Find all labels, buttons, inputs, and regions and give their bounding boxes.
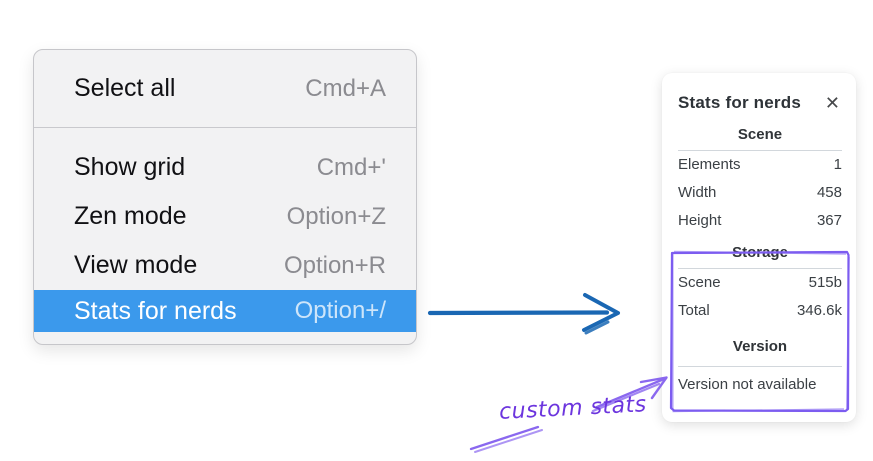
stat-value: 346.6k	[796, 302, 842, 319]
version-section-header: Version	[732, 338, 788, 355]
menu-divider	[34, 127, 416, 128]
stat-label: Width	[678, 184, 717, 201]
menu-item-shortcut: Cmd+'	[316, 153, 386, 181]
version-note: Version not available	[678, 376, 817, 393]
stat-row-width: Width 458	[678, 179, 842, 207]
menu-item-select-all[interactable]: Select all Cmd+A	[34, 50, 416, 127]
menu-item-label: View mode	[74, 251, 198, 279]
stat-label: Scene	[678, 274, 721, 291]
stat-row-total-storage: Total 346.6k	[678, 297, 842, 325]
section-divider	[678, 366, 842, 367]
menu-item-label: Zen mode	[74, 202, 187, 230]
menu-item-shortcut: Option+R	[283, 251, 386, 279]
menu-item-view-mode[interactable]: View mode Option+R	[34, 241, 416, 290]
stat-label: Height	[678, 212, 722, 229]
menu-item-shortcut: Option+/	[294, 297, 386, 324]
menu-group: Show grid Cmd+' Zen mode Option+Z View m…	[34, 128, 416, 332]
storage-section-header: Storage	[732, 244, 788, 261]
menu-item-shortcut: Option+Z	[286, 202, 386, 230]
stat-label: Total	[678, 302, 710, 319]
stat-value: 367	[816, 212, 842, 229]
annotation-line-icon	[469, 425, 543, 453]
stat-row-elements: Elements 1	[678, 151, 842, 179]
menu-item-label: Show grid	[74, 153, 186, 181]
scene-section-header: Scene	[737, 126, 783, 143]
stat-value: 515b	[808, 274, 842, 291]
menu-item-show-grid[interactable]: Show grid Cmd+'	[34, 143, 416, 192]
view-context-menu: Select all Cmd+A Show grid Cmd+' Zen mod…	[33, 49, 417, 345]
menu-item-label: Stats for nerds	[74, 296, 237, 325]
arrow-menu-to-panel-icon	[427, 293, 620, 335]
menu-item-stats-for-nerds[interactable]: Stats for nerds Option+/	[34, 290, 416, 332]
menu-item-shortcut: Cmd+A	[305, 74, 386, 102]
panel-title: Stats for nerds	[678, 93, 801, 112]
menu-item-label: Select all	[74, 74, 176, 102]
custom-stats-annotation: custom stats	[498, 392, 648, 425]
stat-value: 458	[816, 184, 842, 201]
stat-label: Elements	[678, 156, 741, 173]
close-icon[interactable]: ✕	[824, 93, 840, 113]
stats-for-nerds-panel: Stats for nerds ✕ Scene Elements 1 Width…	[662, 73, 856, 422]
section-divider	[678, 150, 842, 151]
panel-header: Stats for nerds ✕	[678, 93, 842, 113]
stat-row-scene-storage: Scene 515b	[678, 269, 842, 297]
stat-value: 1	[833, 156, 842, 173]
menu-item-zen-mode[interactable]: Zen mode Option+Z	[34, 192, 416, 241]
stat-row-height: Height 367	[678, 207, 842, 235]
